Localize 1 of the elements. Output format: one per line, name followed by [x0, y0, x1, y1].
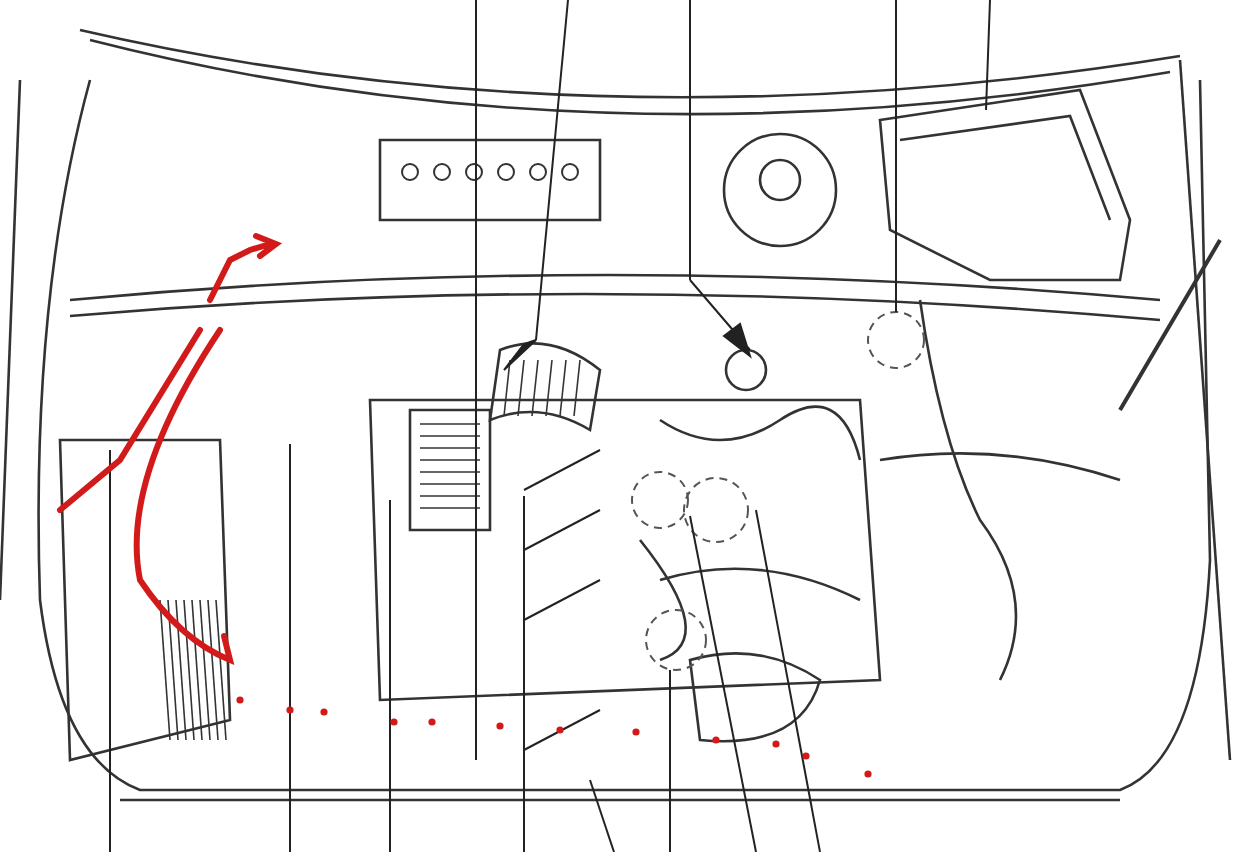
engine-bay-drawing [0, 0, 1232, 852]
